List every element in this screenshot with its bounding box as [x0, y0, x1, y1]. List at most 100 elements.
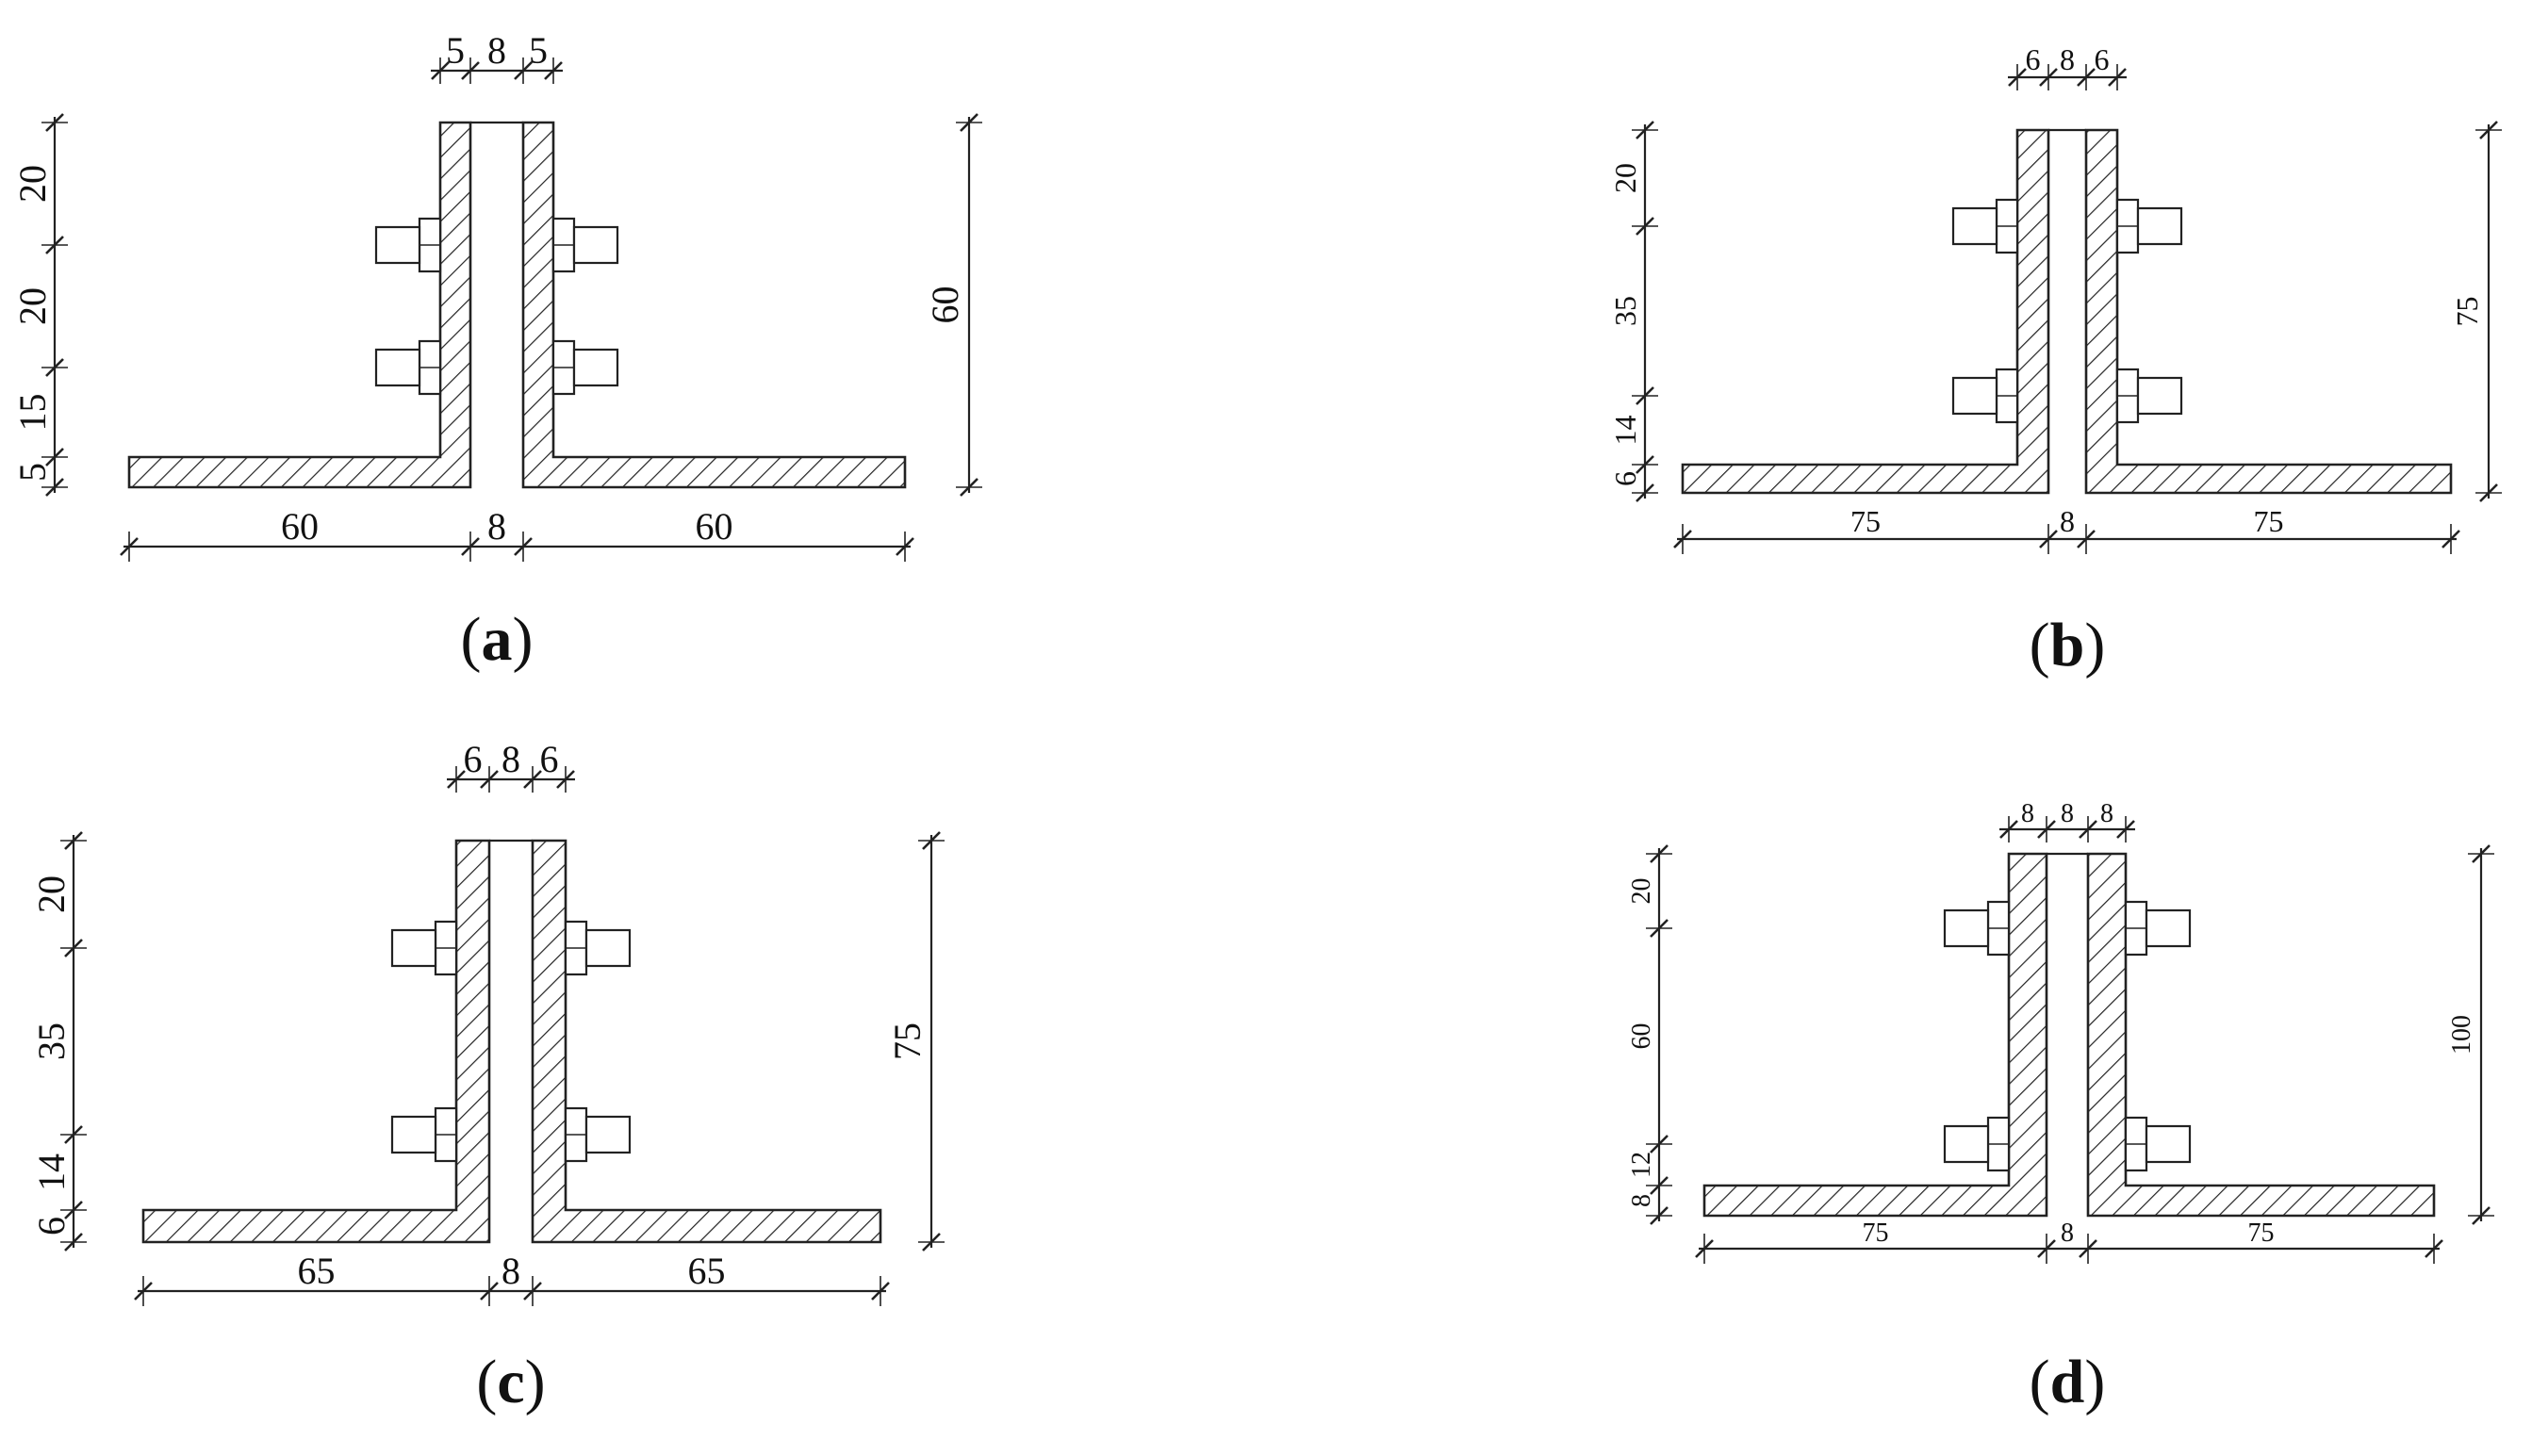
dimension-tick: [922, 1233, 941, 1252]
dimension-tick: [480, 1282, 499, 1301]
left-dimension-label: 12: [1627, 1152, 1656, 1178]
dimension-tick: [2037, 1239, 2056, 1258]
dimension-tick: [2039, 530, 2058, 548]
top-dimension-label: 8: [487, 29, 506, 72]
right-angle-plate: [2086, 852, 2436, 1218]
bottom-dimension-label: 60: [281, 505, 319, 548]
dimension-tick: [960, 113, 978, 132]
right-dimension-label: 60: [924, 286, 966, 324]
dimension-tick: [2425, 1239, 2443, 1258]
bolt-head: [2136, 376, 2183, 416]
dimension-tick: [45, 448, 64, 466]
left-dimension-label: 60: [1627, 1023, 1656, 1050]
dimension-tick: [2108, 68, 2127, 87]
left-dimension-label: 35: [1608, 296, 1642, 326]
dimension-tick: [64, 831, 83, 850]
dimension-tick: [134, 1282, 153, 1301]
top-dimension-label: 6: [2095, 42, 2110, 76]
dimension-tick: [1636, 483, 1654, 502]
bottom-dimension-label: 8: [487, 505, 506, 548]
dimension-tick: [2472, 844, 2491, 863]
dimension-tick: [1636, 121, 1654, 139]
bolt-head: [374, 348, 421, 387]
left-dimension-label: 20: [1627, 878, 1656, 905]
left-dimension-label: 20: [1608, 163, 1642, 193]
left-angle-plate: [127, 121, 472, 489]
dimension-tick: [544, 61, 563, 80]
top-dimension-label: 8: [501, 738, 520, 780]
dimension-tick: [45, 478, 64, 497]
bolt-head: [374, 225, 421, 265]
left-dimension-label: 20: [30, 875, 73, 913]
dimension-tick: [1650, 844, 1669, 863]
dimension-tick: [2116, 820, 2135, 839]
top-dimension-label: 8: [2021, 799, 2034, 828]
bolt-head: [2145, 1124, 2192, 1164]
dimension-tick: [2037, 820, 2056, 839]
dimension-tick: [1636, 217, 1654, 236]
bolt-head: [1951, 376, 1998, 416]
dimension-tick: [431, 61, 450, 80]
bottom-dimension-label: 75: [2248, 1219, 2275, 1248]
bolt-head: [2145, 908, 2192, 948]
bolt-head: [572, 348, 619, 387]
top-dimension-label: 8: [2061, 799, 2074, 828]
dimension-tick: [1999, 820, 2018, 839]
dimension-tick: [45, 358, 64, 377]
dimension-tick: [2472, 1206, 2491, 1225]
right-angle-plate: [531, 839, 882, 1244]
bottom-dimension-label: 60: [696, 505, 733, 548]
bottom-dimension-label: 8: [2060, 504, 2075, 538]
right-dimension-label: 75: [2450, 297, 2484, 327]
top-dimension-label: 8: [2060, 42, 2075, 76]
dimension-tick: [2479, 121, 2498, 139]
dimension-tick: [1650, 1176, 1669, 1195]
top-dimension-label: 8: [2100, 799, 2113, 828]
top-dimension-label: 6: [540, 738, 559, 780]
dimension-tick: [896, 537, 914, 556]
dimension-tick: [480, 770, 499, 789]
bolt-head: [1943, 908, 1990, 948]
dimension-tick: [2039, 68, 2058, 87]
bottom-dimension-label: 75: [2254, 504, 2284, 538]
right-angle-plate: [2084, 128, 2453, 495]
panel-caption: (d): [2030, 1348, 2106, 1416]
bolt-head: [584, 1115, 632, 1154]
dimension-tick: [1673, 530, 1692, 548]
dimension-tick: [64, 939, 83, 957]
left-dimension-label: 20: [11, 165, 54, 203]
bolt-head: [572, 225, 619, 265]
dimension-tick: [120, 537, 139, 556]
right-dimension-label: 100: [2447, 1015, 2476, 1055]
dimension-tick: [2079, 820, 2097, 839]
dimension-tick: [2008, 68, 2027, 87]
left-dimension-label: 15: [11, 394, 54, 432]
bottom-dimension-label: 65: [688, 1250, 726, 1292]
dimension-tick: [1636, 386, 1654, 405]
dimension-tick: [871, 1282, 890, 1301]
bolt-head: [584, 928, 632, 968]
dimension-tick: [64, 1125, 83, 1144]
left-dimension-label: 14: [1608, 416, 1642, 446]
dimension-tick: [2077, 68, 2096, 87]
left-dimension-label: 5: [11, 463, 54, 482]
panel-caption: (a): [461, 605, 534, 674]
dimension-tick: [922, 831, 941, 850]
bottom-dimension-label: 8: [501, 1250, 520, 1292]
top-dimension-label: 5: [529, 29, 548, 72]
left-dimension-label: 20: [11, 287, 54, 325]
left-angle-plate: [141, 839, 491, 1244]
panel-caption: (c): [476, 1348, 545, 1416]
bottom-dimension-label: 65: [298, 1250, 336, 1292]
bolt-head: [1943, 1124, 1990, 1164]
dimension-tick: [2442, 530, 2460, 548]
bottom-dimension-label: 8: [2061, 1219, 2074, 1248]
dimension-tick: [960, 478, 978, 497]
bolt-head: [1951, 206, 1998, 246]
dimension-tick: [1636, 455, 1654, 474]
panel-caption: (b): [2030, 611, 2106, 679]
bolt-head: [390, 928, 437, 968]
